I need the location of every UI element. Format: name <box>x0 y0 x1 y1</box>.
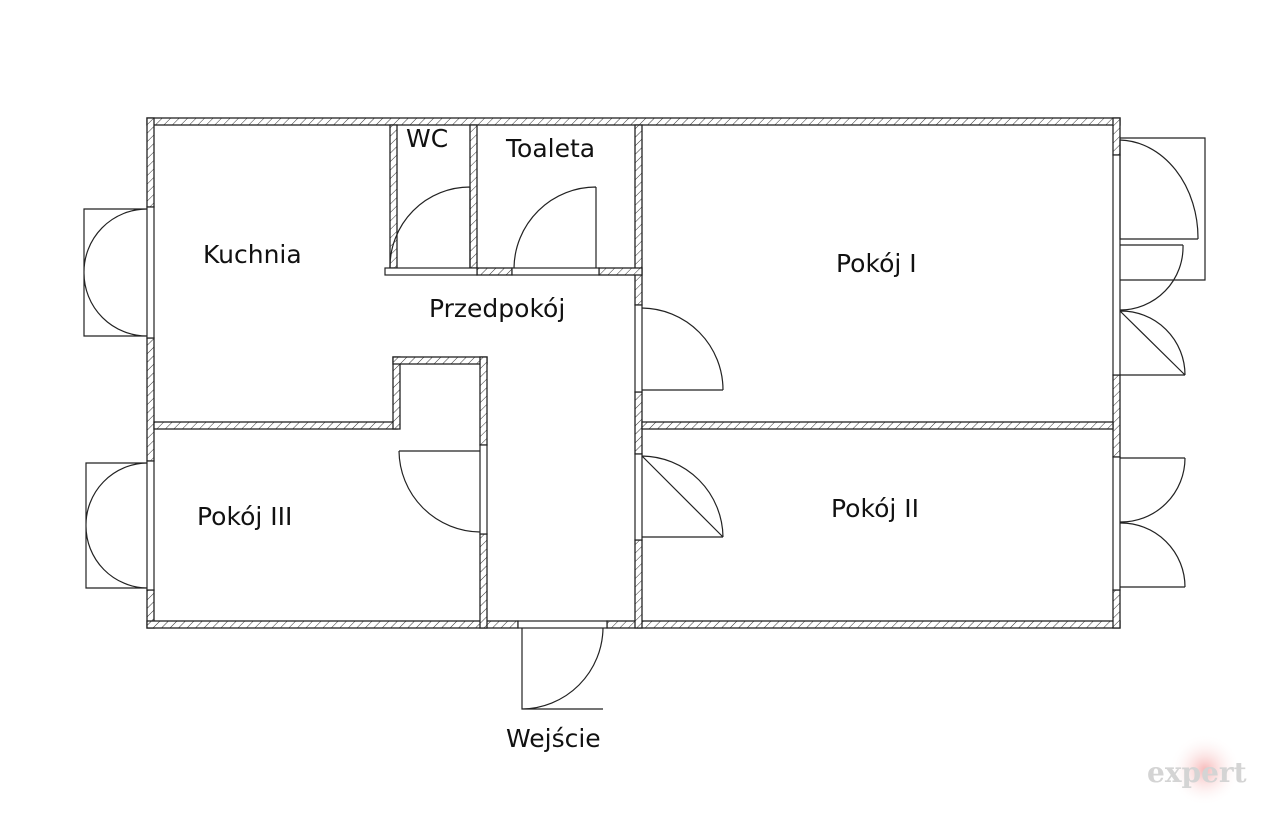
watermark-logo: expert <box>1147 734 1247 806</box>
label-hallway: Przedpokój <box>429 294 565 323</box>
windows <box>146 154 1121 591</box>
room-labels: Kuchnia WC Toaleta Przedpokój Pokój I Po… <box>197 124 919 753</box>
label-kitchen: Kuchnia <box>203 240 302 269</box>
label-entrance: Wejście <box>506 724 601 753</box>
label-room-1: Pokój I <box>836 249 917 278</box>
label-toilet: Toaleta <box>505 134 595 163</box>
door-sills <box>384 267 643 629</box>
walls <box>146 117 1121 629</box>
label-wc: WC <box>406 124 448 153</box>
label-room-2: Pokój II <box>831 494 919 523</box>
label-room-3: Pokój III <box>197 502 292 531</box>
watermark-text: expert <box>1147 756 1247 789</box>
door-swings <box>83 137 1206 710</box>
